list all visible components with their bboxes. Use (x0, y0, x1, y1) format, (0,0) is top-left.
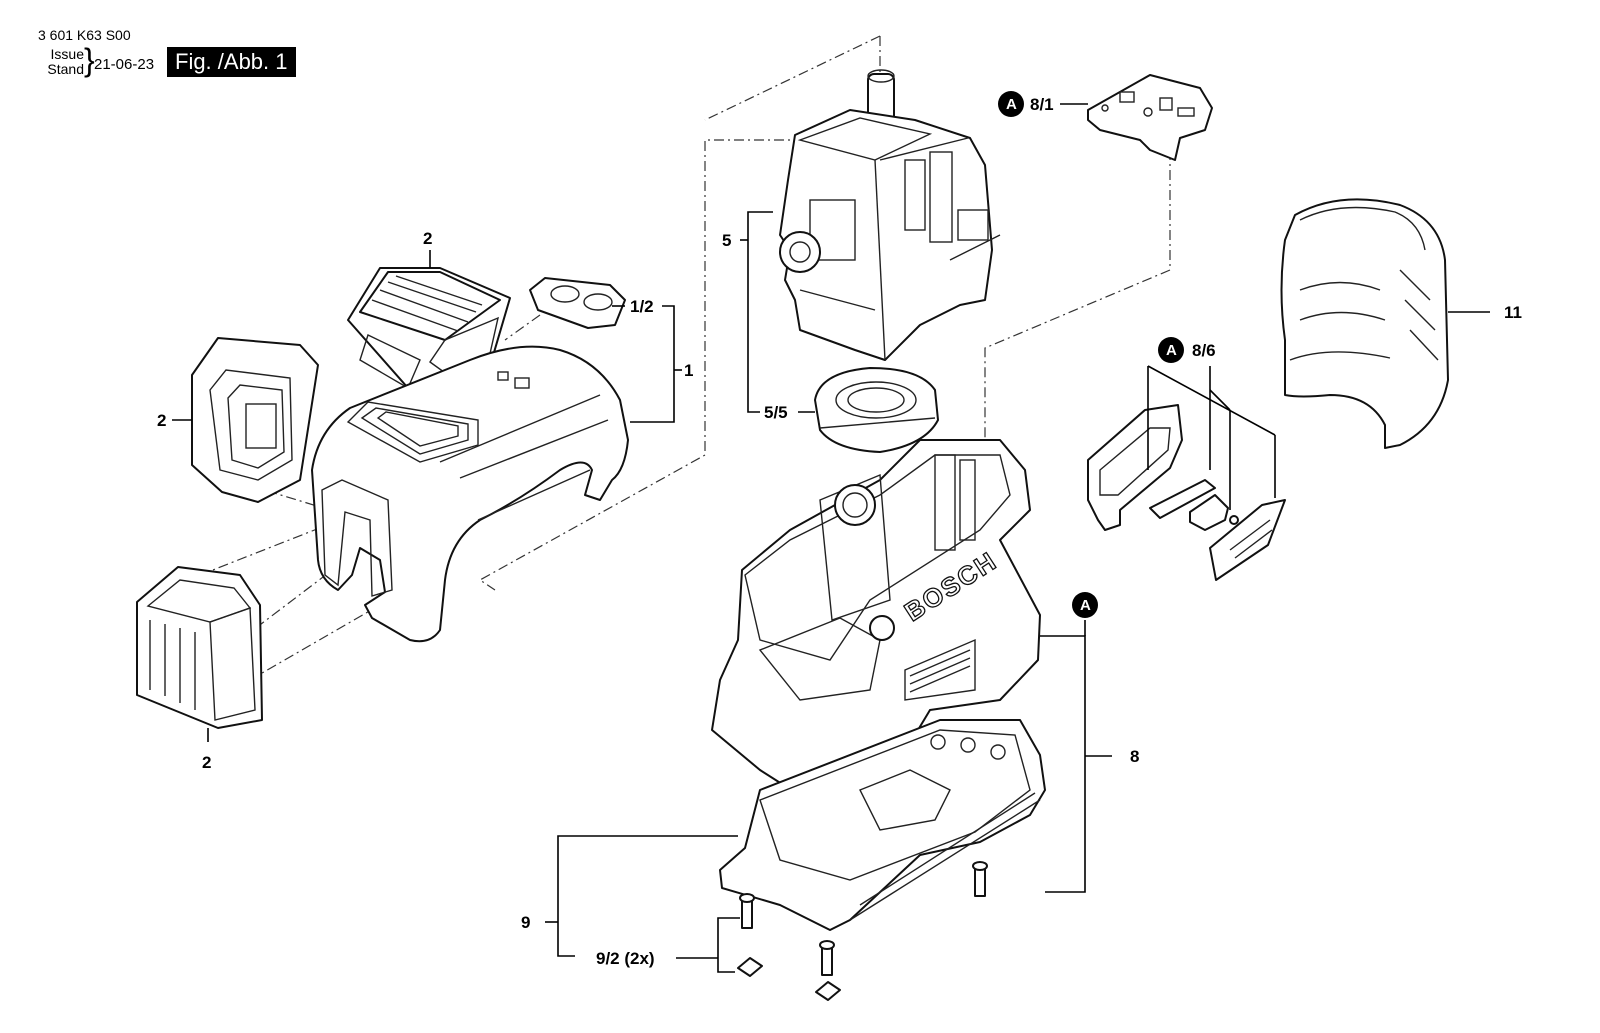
brace-glyph: } (84, 42, 95, 78)
callout-8-1: 8/1 (1030, 95, 1054, 114)
pendulum-ring (814, 367, 939, 453)
screws-and-pads (737, 861, 988, 1001)
bottom-cover (719, 719, 1046, 931)
callout-8-6: 8/6 (1192, 341, 1216, 360)
badge-a-8-1: A (998, 91, 1024, 117)
callout-2-bottom: 2 (202, 753, 211, 772)
figure-label: Fig. /Abb. 1 (167, 47, 296, 77)
circuit-board (1087, 74, 1213, 161)
callout-5: 5 (722, 231, 731, 250)
window-cover-left (191, 337, 319, 503)
badge-a-8: A (1072, 592, 1098, 618)
callout-8: 8 (1130, 747, 1139, 766)
issue-stand-labels: Issue Stand (38, 47, 84, 77)
callout-11: 11 (1504, 303, 1522, 322)
callout-1: 1 (684, 361, 693, 380)
svg-text:A: A (1166, 342, 1177, 359)
callout-9: 9 (521, 913, 530, 932)
callout-1-2: 1/2 (630, 297, 654, 316)
callout-5-5: 5/5 (764, 403, 788, 422)
callout-2-top: 2 (423, 229, 432, 248)
issue-label: Issue (50, 46, 84, 62)
callout-labels: 2 2 2 1/2 1 5 5/5 8/1 8/6 8 11 9 9/2 (2x… (157, 95, 1522, 968)
gasket-plate (529, 277, 626, 329)
svg-text:A: A (1080, 597, 1091, 614)
callout-9-2: 9/2 (2x) (596, 949, 655, 968)
leader-lines (172, 103, 1490, 973)
main-housing: BOSCH (711, 439, 1041, 806)
issue-date: 21-06-23 (94, 56, 155, 73)
svg-text:A: A (1006, 96, 1017, 113)
window-cover-bottom (136, 566, 263, 729)
stand-label: Stand (47, 61, 84, 77)
laser-module (779, 69, 1001, 361)
part-number: 3 601 K63 S00 (38, 27, 131, 43)
protective-cover (1280, 198, 1449, 449)
battery-latch-kit (1087, 404, 1286, 581)
callout-2-left: 2 (157, 411, 166, 430)
badge-a-8-6: A (1158, 337, 1184, 363)
outer-housing (311, 345, 629, 643)
